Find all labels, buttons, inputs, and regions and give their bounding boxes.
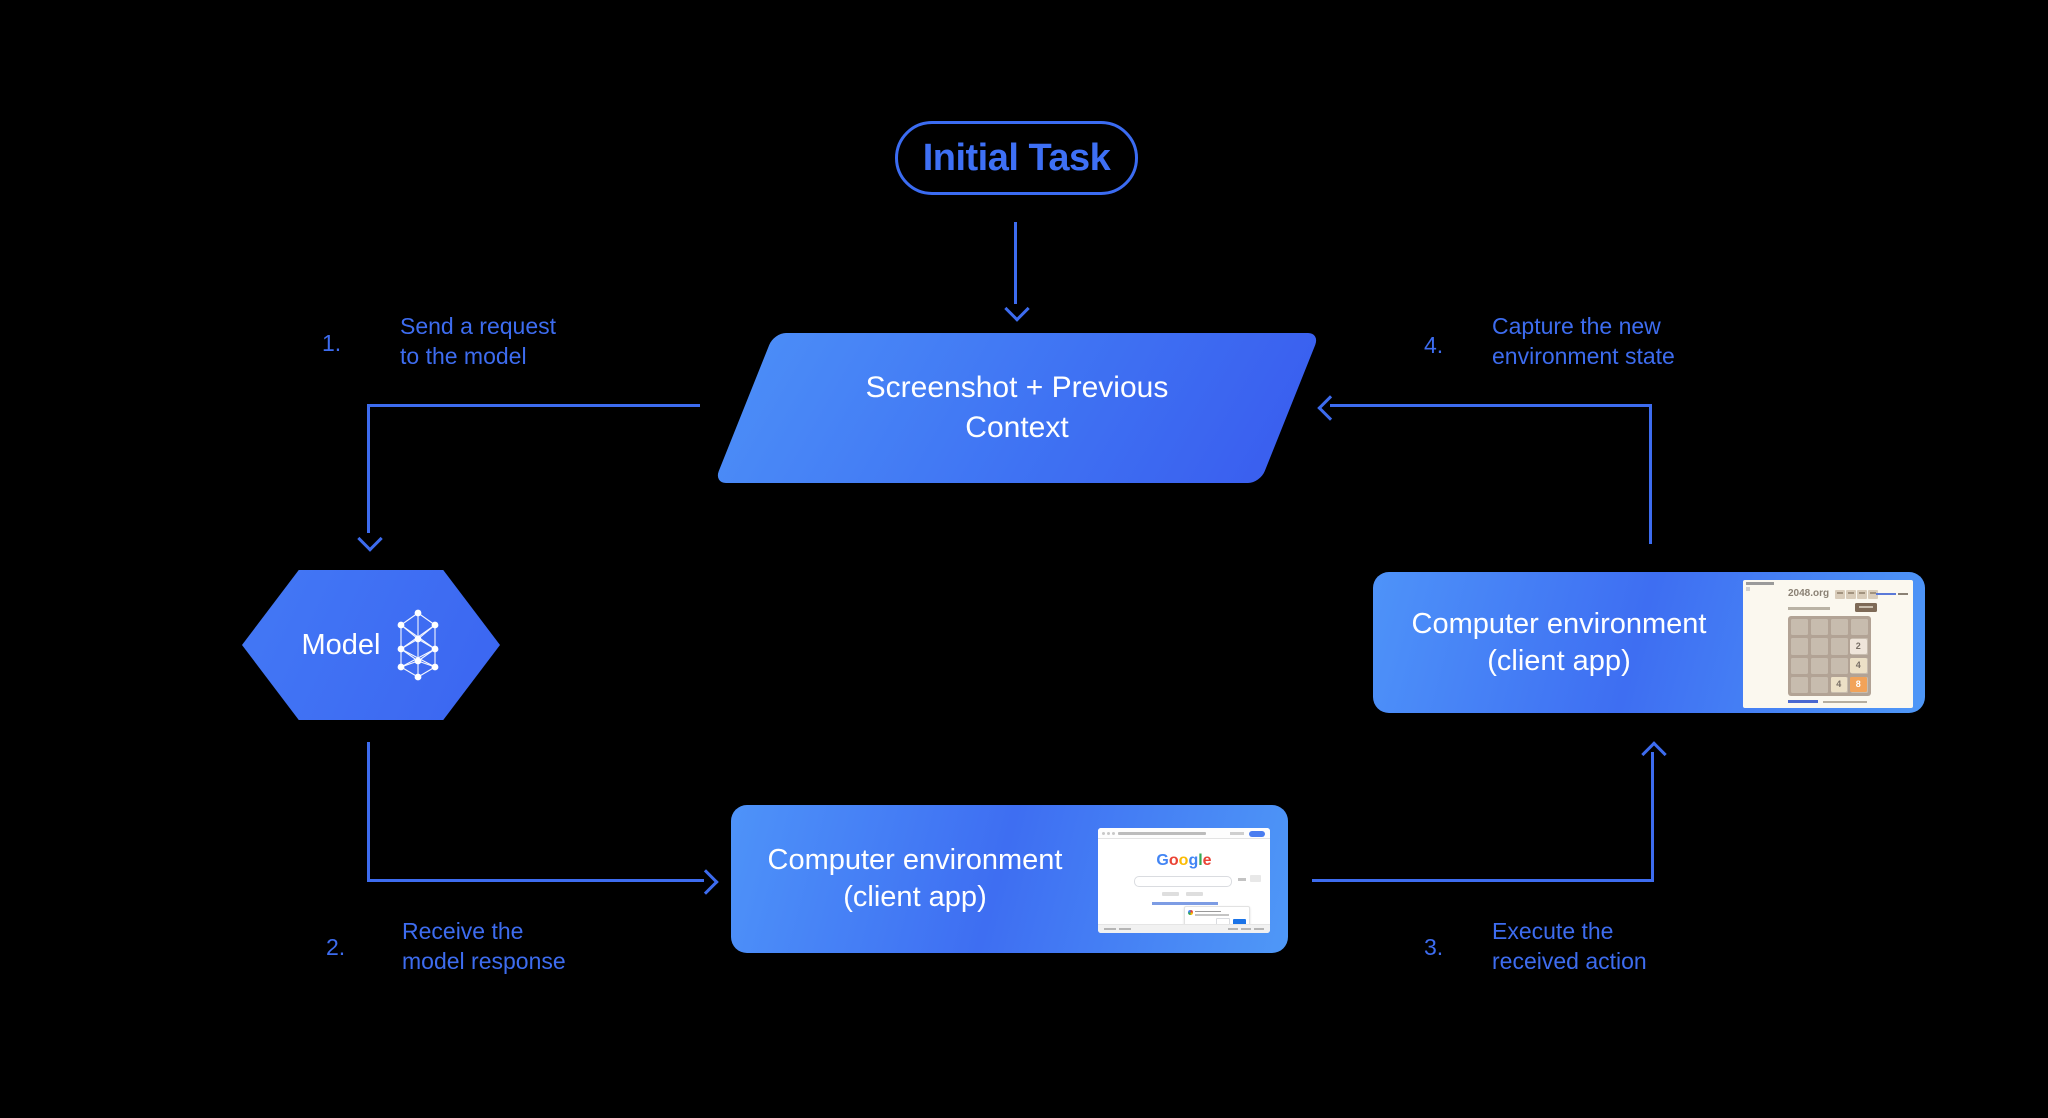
browser-chrome-bar	[1098, 828, 1270, 839]
connector-line	[367, 404, 700, 407]
env-bottom-line1: Computer environment	[767, 844, 1063, 876]
arrowhead-right-icon	[693, 869, 719, 895]
step-3-number: 3.	[1424, 934, 1444, 960]
step-1-number: 1.	[322, 330, 342, 356]
google-browser-screenshot: Google	[1098, 828, 1270, 933]
game-tile: 4	[1830, 676, 1847, 692]
game-tile: 8	[1850, 676, 1867, 692]
lucky-button	[1186, 892, 1203, 896]
arrowhead-left-icon	[1317, 395, 1343, 421]
env-right-line2: (client app)	[1487, 644, 1631, 677]
screenshot-context-line1: Screenshot + Previous	[865, 371, 1169, 404]
score-tile	[1835, 590, 1845, 599]
step-3-label: Execute the received action	[1492, 918, 1647, 974]
language-links	[1152, 902, 1218, 905]
dialog-signin-button	[1233, 919, 1246, 925]
google-footer	[1098, 924, 1270, 933]
score-tile	[1857, 590, 1867, 599]
score-tile	[1868, 590, 1878, 599]
game-tile: 4	[1850, 657, 1867, 673]
google-search-input	[1134, 876, 1232, 887]
initial-task-label: Initial Task	[922, 136, 1111, 179]
step-2-label: Receive the model response	[402, 918, 566, 974]
game-tile: 2	[1850, 638, 1867, 654]
connector-line	[1649, 406, 1652, 544]
connector-line	[367, 404, 370, 533]
screenshot-context-node: Screenshot + Previous Context	[714, 333, 1320, 483]
step-4-number: 4.	[1424, 332, 1444, 358]
model-label: Model	[301, 628, 381, 661]
google-search-button	[1162, 892, 1179, 896]
env-bottom-line2: (client app)	[843, 881, 987, 913]
connector-line	[1312, 879, 1654, 882]
browser-profile-button	[1249, 830, 1265, 837]
score-tile	[1846, 590, 1856, 599]
env-right-line1: Computer environment	[1411, 607, 1707, 640]
game-subtitle	[1788, 607, 1830, 610]
model-node: Model	[242, 570, 500, 720]
url-bar	[1118, 832, 1206, 835]
google-g-icon	[1188, 910, 1193, 915]
neural-network-icon	[397, 609, 438, 681]
connector-line	[1330, 404, 1652, 407]
connector-line	[1651, 752, 1654, 882]
step-4-label: Capture the new environment state	[1492, 313, 1675, 369]
google-logo: Google	[1156, 852, 1212, 869]
connector-line	[367, 879, 704, 882]
new-game-button	[1855, 603, 1877, 612]
initial-task-node: Initial Task	[895, 121, 1138, 195]
arrowhead-down-icon	[357, 526, 383, 552]
connector-line	[367, 742, 370, 882]
game-grid: 2 4 4 8	[1788, 616, 1871, 696]
arrowhead-up-icon	[1641, 741, 1667, 767]
game-2048-screenshot: 2048.org 2 4 4 8	[1743, 580, 1913, 708]
step-1-label: Send a request to the model	[400, 313, 557, 369]
step-2-number: 2.	[326, 934, 346, 960]
connector-line	[1014, 222, 1017, 304]
browser-tab-bar	[1746, 582, 1774, 585]
game-footer-link	[1788, 700, 1818, 703]
arrowhead-down-icon	[1004, 296, 1030, 322]
game-links	[1876, 593, 1896, 595]
screenshot-context-line2: Context	[965, 411, 1069, 444]
game-site-title: 2048.org	[1788, 588, 1830, 599]
